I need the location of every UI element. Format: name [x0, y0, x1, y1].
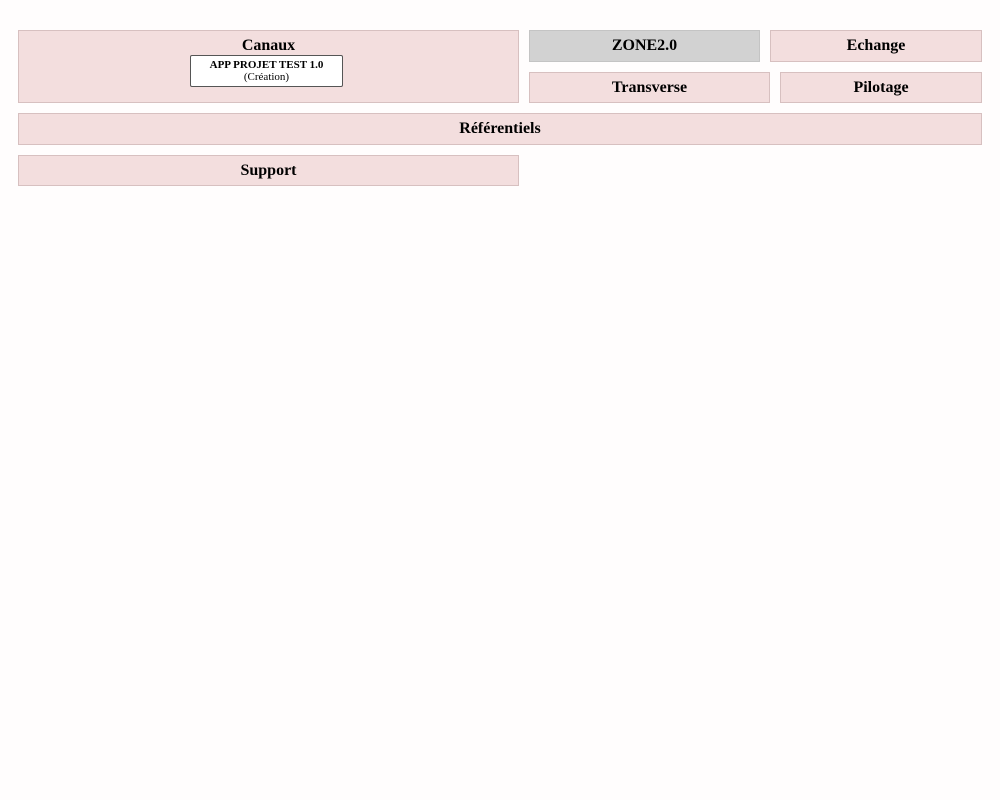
zone-title-pilotage: Pilotage — [853, 79, 909, 96]
app-status: (Création) — [243, 71, 290, 83]
zone-zone2: ZONE2.0 — [529, 30, 760, 62]
app-box-projet-test[interactable]: APP PROJET TEST 1.0 (Création) — [190, 55, 343, 87]
zone-title-zone2: ZONE2.0 — [611, 37, 678, 54]
zone-transverse: Transverse — [529, 72, 770, 103]
zone-title-canaux: Canaux — [241, 37, 296, 54]
zone-canaux: Canaux APP PROJET TEST 1.0 (Création) — [18, 30, 519, 103]
zone-referentiels: Référentiels — [18, 113, 982, 145]
zone-title-echange: Echange — [846, 37, 906, 54]
zone-support: Support — [18, 155, 519, 186]
zone-echange: Echange — [770, 30, 982, 62]
zone-title-referentiels: Référentiels — [459, 120, 541, 137]
zone-title-support: Support — [240, 162, 297, 179]
zone-title-transverse: Transverse — [611, 79, 688, 96]
zone-pilotage: Pilotage — [780, 72, 982, 103]
app-name: APP PROJET TEST 1.0 — [209, 59, 324, 71]
